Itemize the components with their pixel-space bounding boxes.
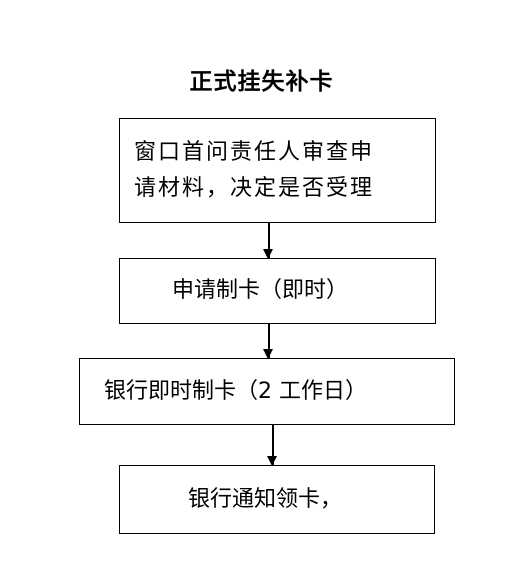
- step-box-apply: 申请制卡（即时）: [119, 258, 436, 324]
- step-text-line: 请材料，决定是否受理: [134, 175, 375, 201]
- flow-arrow: [264, 223, 272, 259]
- flow-arrow: [264, 324, 272, 359]
- diagram-title: 正式挂失补卡: [189, 68, 334, 95]
- flow-arrow: [268, 425, 276, 466]
- step-box-review: 窗口首问责任人审查申 请材料，决定是否受理: [119, 118, 436, 223]
- step-box-notify: 银行通知领卡，: [119, 465, 435, 534]
- step-text-line: 申请制卡（即时）: [172, 278, 349, 303]
- step-text-line: 窗口首问责任人审查申: [134, 139, 375, 165]
- step-box-make-card: 银行即时制卡（2 工作日）: [79, 358, 455, 425]
- step-text-line: 银行通知领卡，: [188, 486, 343, 512]
- step-text-line: 银行即时制卡（2 工作日）: [104, 378, 367, 404]
